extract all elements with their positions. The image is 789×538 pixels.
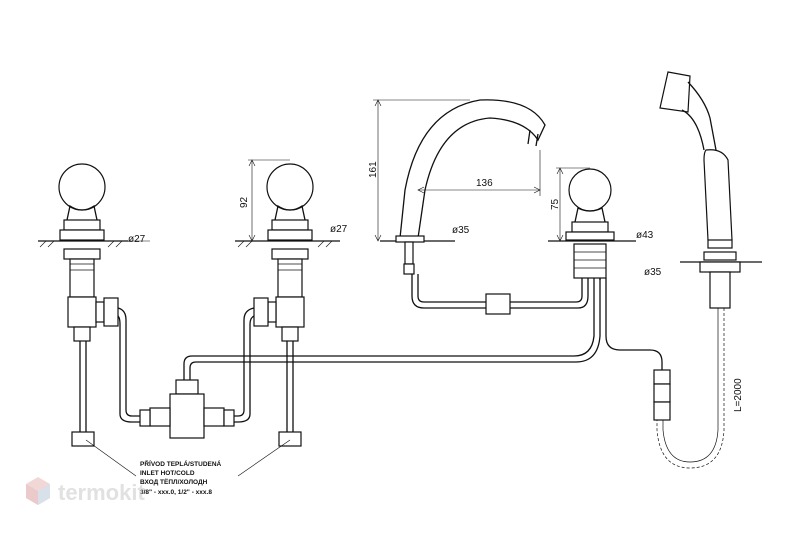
watermark-logo: termokit bbox=[26, 477, 145, 505]
inlet-note-line4: 3/8" - xxx.0, 1/2" - xxx.8 bbox=[140, 489, 212, 496]
middle-valve: 92 ø27 bbox=[235, 159, 348, 447]
diverter-valve: 75 ø43 bbox=[548, 167, 654, 279]
shower-diameter: ø35 bbox=[644, 267, 662, 278]
left-valve: ø27 bbox=[38, 163, 150, 447]
hand-shower: ø35 L=2000 bbox=[644, 71, 762, 469]
spout-reach-dimension: 136 bbox=[476, 178, 493, 189]
piping bbox=[117, 274, 671, 439]
inlet-note: PŘÍVOD TEPLÁ/STUDENÁ INLET HOT/COLD ВХОД… bbox=[85, 439, 291, 496]
inlet-note-line2: INLET HOT/COLD bbox=[140, 470, 195, 477]
inlet-note-line3: ВХОД ТЁПЛ/ХОЛОДН bbox=[140, 478, 208, 486]
watermark-text: termokit bbox=[58, 480, 145, 505]
spout: 161 136 ø35 bbox=[368, 99, 546, 275]
diverter-height-dimension: 75 bbox=[550, 198, 561, 210]
diverter-diameter: ø43 bbox=[636, 230, 654, 241]
spout-diameter: ø35 bbox=[452, 225, 470, 236]
hose-length-dimension: L=2000 bbox=[733, 378, 744, 412]
left-valve-diameter: ø27 bbox=[128, 234, 146, 245]
valve-height-dimension: 92 bbox=[239, 196, 250, 208]
inlet-note-line1: PŘÍVOD TEPLÁ/STUDENÁ bbox=[140, 459, 222, 468]
spout-height-dimension: 161 bbox=[368, 161, 379, 178]
middle-valve-diameter: ø27 bbox=[330, 224, 348, 235]
